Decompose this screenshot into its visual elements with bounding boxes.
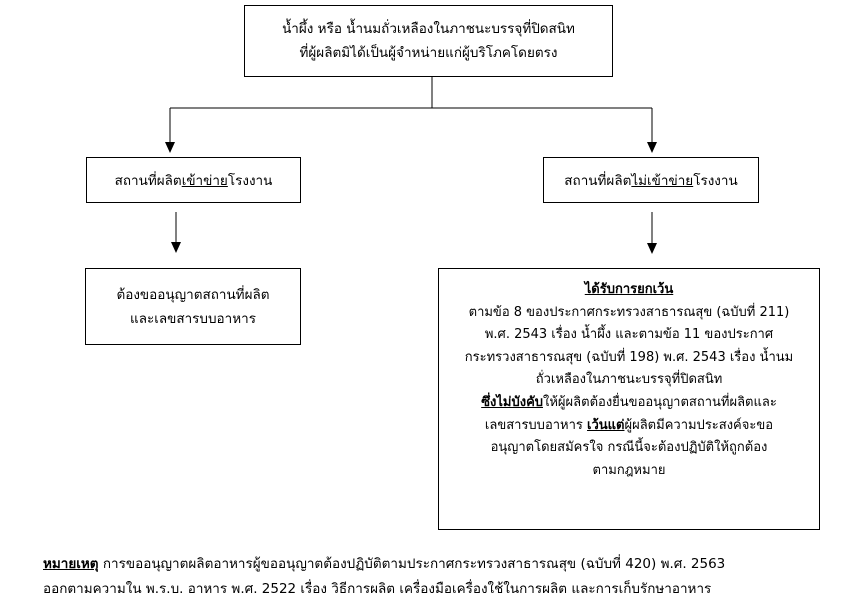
right-label-underlined: ไม่เข้าข่าย — [631, 173, 694, 189]
right-label-pre: สถานที่ผลิต — [564, 173, 632, 189]
left-label-pre: สถานที่ผลิต — [114, 173, 182, 189]
right-result-l7: อนุญาตโดยสมัครใจ กรณีนี้จะต้องปฏิบัติให้… — [490, 440, 768, 456]
right-lower-arrowhead — [647, 243, 657, 254]
right-result-l6-rest: ผู้ผลิตมีความประสงค์จะขอ — [624, 417, 774, 433]
right-branch-label: สถานที่ผลิตไม่เข้าข่ายโรงงาน — [564, 169, 737, 191]
footnote-label: หมายเหตุ — [43, 556, 99, 572]
right-result-heading: ได้รับการยกเว้น — [584, 282, 674, 297]
right-result-l4: ถั่วเหลืองในภาชนะบรรจุที่ปิดสนิท — [535, 372, 723, 388]
right-result-l2: พ.ศ. 2543 เรื่อง น้ำผึ้ง และตามข้อ 11 ขอ… — [484, 327, 774, 343]
right-result-l6-pre: เลขสารบบอาหาร — [484, 417, 588, 433]
right-label-post: โรงงาน — [693, 173, 738, 189]
footnote-line2: ออกตามความใน พ.ร.บ. อาหาร พ.ศ. 2522 เรื่… — [43, 581, 712, 597]
right-branch-box: สถานที่ผลิตไม่เข้าข่ายโรงงาน — [543, 157, 759, 203]
footnote-line1: หมายเหตุ การขออนุญาตผลิตอาหารผู้ขออนุญาต… — [43, 552, 843, 577]
not-mandatory-emphasis: ซึ่งไม่บังคับ — [481, 394, 544, 410]
right-result-l5: ซึ่งไม่บังคับให้ผู้ผลิตต้องยื่นขออนุญาตส… — [481, 392, 777, 415]
right-result-l5-rest: ให้ผู้ผลิตต้องยื่นขออนุญาตสถานที่ผลิตและ — [543, 394, 777, 410]
right-result-l3: กระทรวงสาธารณสุข (ฉบับที่ 198) พ.ศ. 2543… — [464, 349, 794, 365]
left-result-line2: และเลขสารบบอาหาร — [130, 310, 256, 327]
left-label-post: โรงงาน — [227, 173, 273, 189]
footnote: หมายเหตุ การขออนุญาตผลิตอาหารผู้ขออนุญาต… — [43, 552, 843, 602]
right-result-box: ได้รับการยกเว้น ตามข้อ 8 ของประกาศกระทรว… — [438, 268, 820, 530]
left-arrowhead — [165, 142, 175, 153]
right-arrowhead — [647, 142, 657, 153]
top-box-line1: น้ำผึ้ง หรือ น้ำนมถั่วเหลืองในภาชนะบรรจุ… — [282, 21, 575, 37]
left-result-box: ต้องขออนุญาตสถานที่ผลิต และเลขสารบบอาหาร — [85, 268, 301, 345]
left-label-underlined: เข้าข่าย — [181, 173, 228, 189]
left-branch-label: สถานที่ผลิตเข้าข่ายโรงงาน — [115, 169, 273, 191]
right-result-l6: เลขสารบบอาหาร เว้นแต่ผู้ผลิตมีความประสงค… — [485, 415, 773, 438]
top-box: น้ำผึ้ง หรือ น้ำนมถั่วเหลืองในภาชนะบรรจุ… — [244, 5, 613, 77]
left-result-line1: ต้องขออนุญาตสถานที่ผลิต — [116, 286, 270, 303]
top-box-line2: ที่ผู้ผลิตมิได้เป็นผู้จำหน่ายแก่ผู้บริโภ… — [299, 45, 558, 61]
except-emphasis: เว้นแต่ — [587, 417, 625, 433]
left-lower-arrowhead — [171, 242, 181, 253]
right-result-l1: ตามข้อ 8 ของประกาศกระทรวงสาธารณสุข (ฉบับ… — [468, 304, 790, 320]
left-branch-box: สถานที่ผลิตเข้าข่ายโรงงาน — [86, 157, 301, 203]
footnote-text1: การขออนุญาตผลิตอาหารผู้ขออนุญาตต้องปฏิบั… — [98, 556, 726, 572]
right-result-l8: ตามกฎหมาย — [592, 462, 666, 478]
